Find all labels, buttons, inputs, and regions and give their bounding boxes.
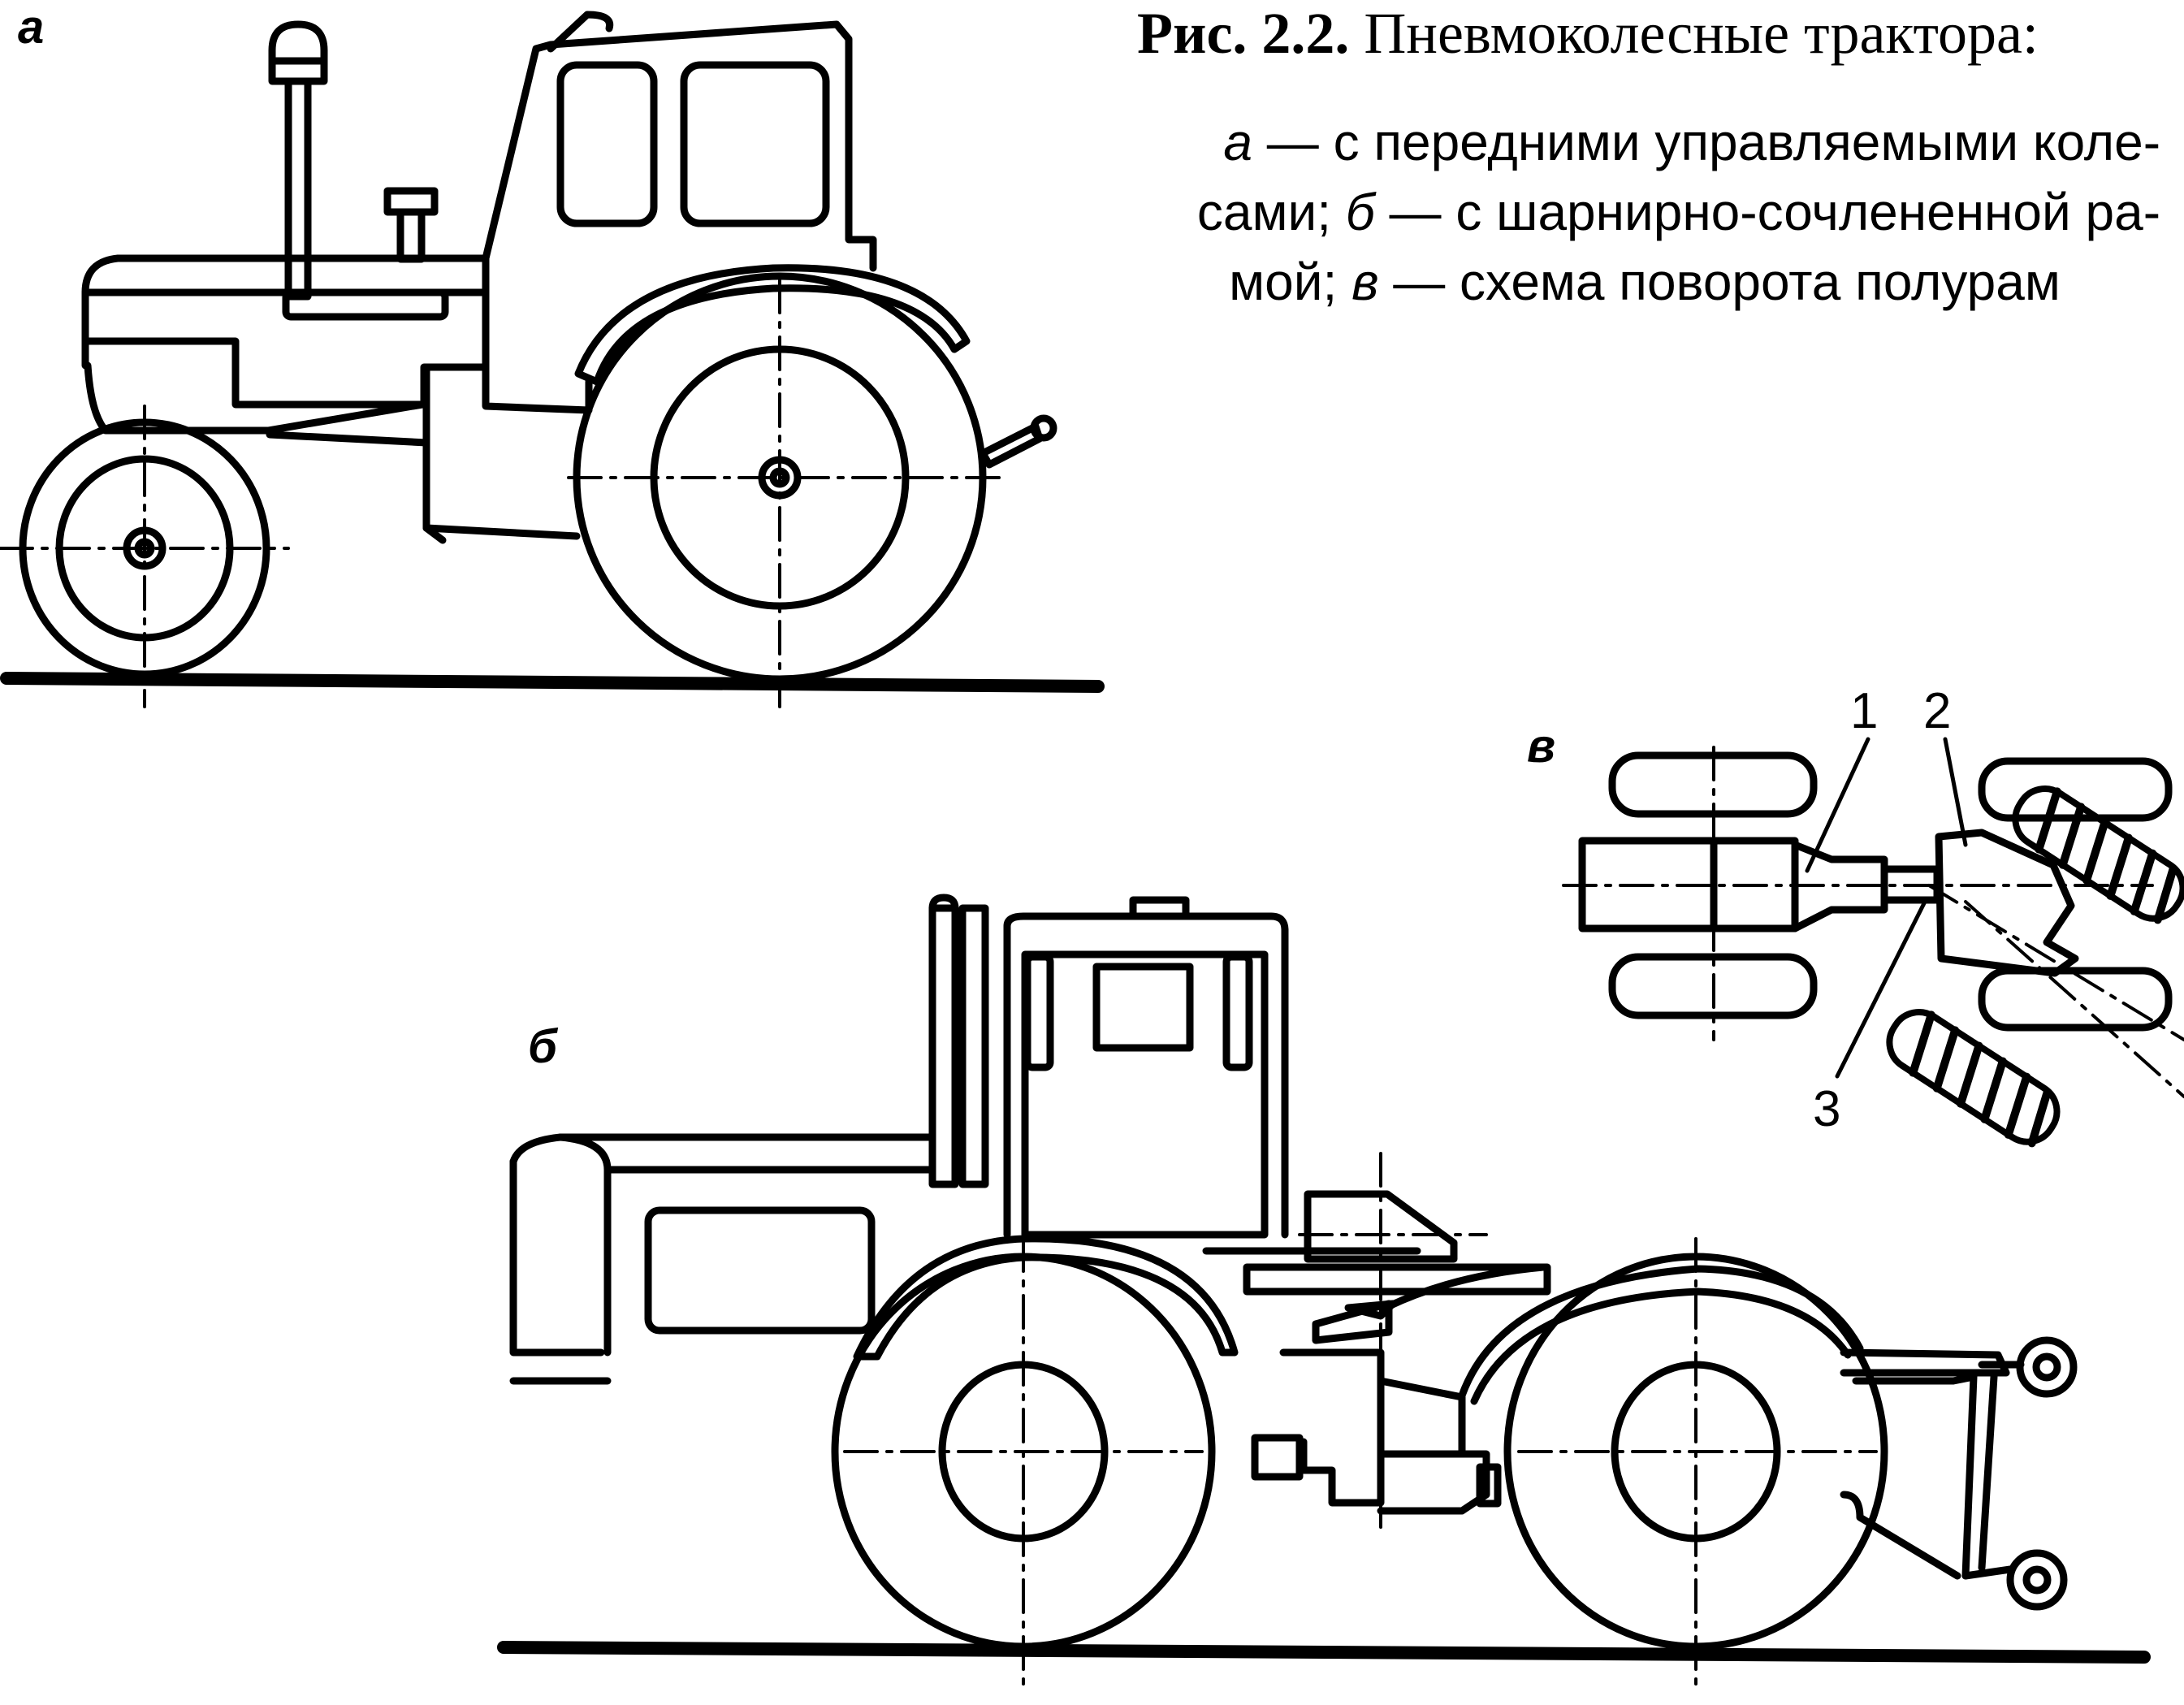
caption-letter-a: а [1223,113,1252,171]
tractor-b-rear-frame [1243,1190,2078,1611]
rear-half-frame [1935,829,2079,977]
caption-text-3a: мой; [1229,253,1352,311]
caption-letter-b: б [1345,183,1375,241]
caption-text-1: — с передними управляемыми коле- [1252,113,2160,171]
tractor-a-ground [0,672,1105,693]
rear-wheels-turned [1886,785,2184,1148]
caption-line-3: мой; в — схема поворота полурам [1080,247,2160,317]
tractor-b-axis-lines [843,1152,1878,1695]
tractor-b-ground [497,1641,2151,1664]
tractor-b [497,894,2151,1695]
tractor-a-hitch [979,414,1057,469]
tractor-b-exhaust [928,894,989,1188]
tractor-a-chassis [266,431,581,540]
caption-letter-v: в [1351,253,1379,311]
callout-3: 3 [1813,1081,1841,1137]
figure-title: Рис. 2.2. Пневмоколесные трактора: [1137,0,2160,67]
figure-number: Рис. 2.2. [1137,1,1350,66]
turning-scheme [1562,737,2184,1148]
figure-title-text: Пневмоколесные трактора: [1349,1,2039,66]
label-v: в [1527,720,1556,772]
tractor-a-axis-lines [0,279,1001,708]
caption-line-2: сами; б — с шарнирно-сочлененной ра- [1080,177,2160,247]
tractor-a-air-filter [383,187,439,263]
caption-text-2a: сами; [1196,183,1346,241]
callout-leaders [1805,737,1968,1079]
tractor-a-cab [482,11,877,414]
tractor-b-cab [1003,896,1289,1239]
caption-text-2b: — с шарнирно-сочлененной ра- [1374,183,2160,241]
tractor-a-exhaust [268,20,328,301]
callout-1: 1 [1850,683,1879,739]
caption-text-3b: — схема поворота полурам [1378,253,2061,311]
caption-line-1: а — с передними управляемыми коле- [1080,107,2160,177]
tractor-b-hood [509,1133,936,1385]
scheme-axis-lines [1562,746,2184,1098]
label-b: б [528,1020,557,1073]
tractor-a [0,11,1105,708]
label-a: а [18,1,45,54]
tractor-b-front-fender [853,1235,1239,1361]
callout-2: 2 [1923,683,1952,739]
figure-caption: а — с передними управляемыми коле- сами;… [1080,107,2160,317]
